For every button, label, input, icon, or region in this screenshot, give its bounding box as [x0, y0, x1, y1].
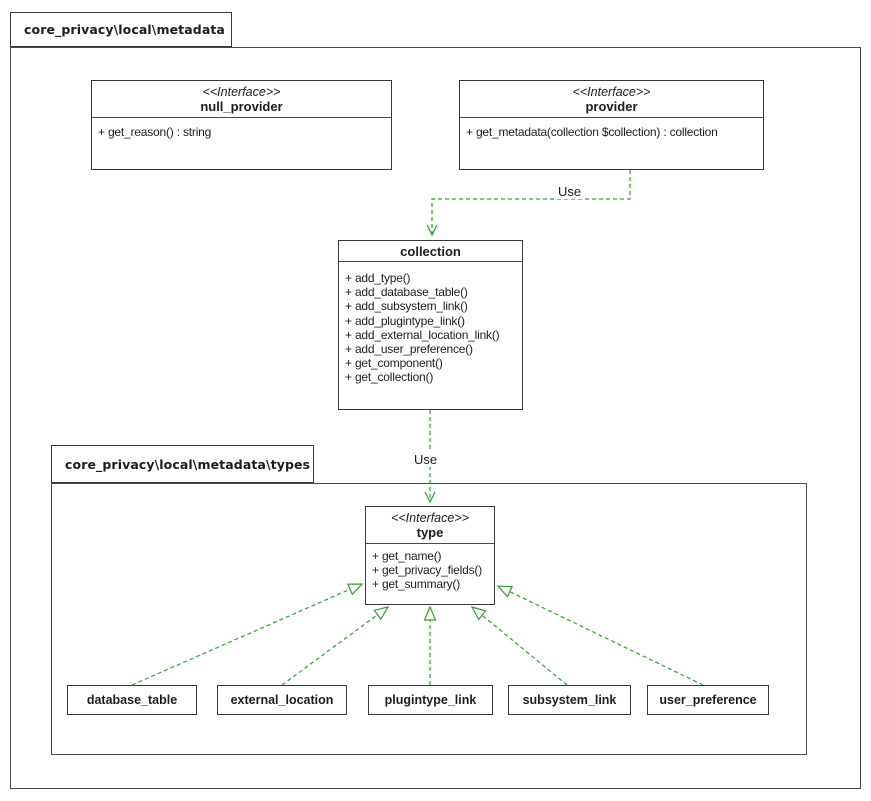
class-header: <<Interface>> null_provider	[92, 81, 391, 118]
class-name: subsystem_link	[522, 693, 617, 707]
class-box-user-preference: user_preference	[647, 685, 769, 715]
method-row: + add_plugintype_link()	[345, 313, 465, 328]
class-box-subsystem-link: subsystem_link	[508, 685, 631, 715]
method-row: + get_collection()	[345, 370, 434, 385]
method-row: + get_summary()	[372, 577, 461, 592]
edge-label-use-provider-collection: Use	[556, 184, 584, 199]
class-members: + get_name() + get_privacy_fields() + ge…	[366, 544, 494, 592]
class-box-type: <<Interface>> type + get_name() + get_pr…	[365, 506, 495, 605]
method-row: + get_privacy_fields()	[372, 563, 482, 578]
method-row: + add_database_table()	[345, 285, 468, 300]
class-name: null_provider	[200, 99, 283, 114]
package-title: core_privacy\local\metadata	[24, 22, 225, 37]
class-header: <<Interface>> provider	[460, 81, 763, 118]
method-row: + add_subsystem_link()	[345, 299, 468, 314]
class-name: provider	[585, 99, 638, 114]
class-name: type	[416, 525, 444, 540]
stereotype-label: <<Interface>>	[202, 85, 281, 99]
class-box-provider: <<Interface>> provider + get_metadata(co…	[459, 80, 764, 170]
class-box-external-location: external_location	[217, 685, 347, 715]
method-row: + add_type()	[345, 271, 411, 285]
class-header: <<Interface>> type	[366, 507, 494, 544]
class-members: + get_reason() : string	[92, 118, 391, 139]
class-name: user_preference	[659, 693, 757, 707]
class-name: collection	[400, 244, 461, 259]
method-row: + add_external_location_link()	[345, 327, 500, 342]
class-members: + add_type() + add_database_table() + ad…	[339, 262, 522, 385]
class-box-collection: collection + add_type() + add_database_t…	[338, 240, 523, 410]
class-name: database_table	[86, 693, 178, 707]
package-tab-core-privacy-local-metadata-types: core_privacy\local\metadata\types	[51, 445, 314, 483]
method-row: + get_component()	[345, 356, 443, 371]
method-row: + get_metadata(collection $collection) :…	[466, 125, 718, 139]
class-box-database-table: database_table	[67, 685, 197, 715]
method-row: + get_reason() : string	[98, 125, 212, 139]
class-name: plugintype_link	[384, 693, 477, 707]
stereotype-label: <<Interface>>	[391, 511, 469, 525]
edge-label-use-collection-type: Use	[412, 452, 440, 467]
class-box-plugintype-link: plugintype_link	[368, 685, 493, 715]
class-members: + get_metadata(collection $collection) :…	[460, 118, 763, 139]
method-row: + get_name()	[372, 549, 442, 563]
package-tab-core-privacy-local-metadata: core_privacy\local\metadata	[10, 12, 232, 47]
class-header: collection	[339, 241, 522, 262]
class-box-null-provider: <<Interface>> null_provider + get_reason…	[91, 80, 392, 170]
method-row: + add_user_preference()	[345, 342, 473, 357]
stereotype-label: <<Interface>>	[572, 85, 651, 99]
class-name: external_location	[230, 693, 334, 707]
package-title: core_privacy\local\metadata\types	[65, 456, 311, 472]
